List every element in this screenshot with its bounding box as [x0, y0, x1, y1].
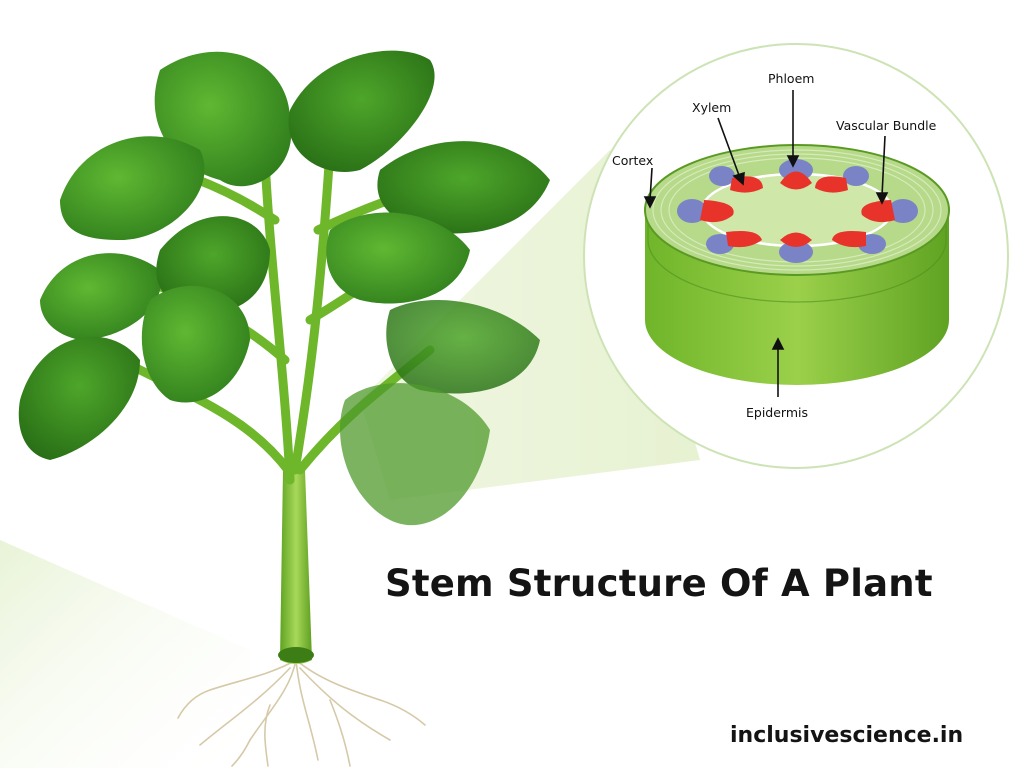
- xylem-label: Xylem: [692, 100, 732, 115]
- vascular-bundle: [779, 159, 813, 190]
- plant-main-stem: [280, 470, 312, 664]
- plant-leaves: [18, 50, 550, 526]
- phloem-tissue: [779, 241, 813, 263]
- diagram-title: Stem Structure Of A Plant: [385, 562, 933, 605]
- xylem-tissue: [780, 171, 812, 190]
- cortex-label: Cortex: [612, 153, 654, 168]
- xylem-tissue: [700, 200, 734, 223]
- plant-roots: [177, 659, 426, 767]
- xylem-tissue: [861, 200, 895, 223]
- xylem-tissue: [780, 232, 812, 247]
- vascular-bundle: [832, 231, 886, 254]
- xylem-tissue: [832, 231, 866, 248]
- vascular-bundle: [815, 166, 869, 193]
- phloem-label: Phloem: [768, 71, 815, 86]
- xylem-tissue: [726, 231, 762, 248]
- website-watermark: inclusivescience.in: [730, 723, 964, 748]
- stem-base: [278, 647, 314, 663]
- label-arrows: [643, 90, 889, 397]
- vascular-bundle: [677, 199, 734, 223]
- phloem-tissue: [843, 166, 869, 186]
- phloem-tissue: [677, 199, 707, 223]
- vascular-bundle-label: Vascular Bundle: [836, 118, 937, 133]
- bottom-left-highlight: [0, 540, 250, 768]
- phloem-tissue: [709, 166, 735, 186]
- vascular-bundle: [779, 232, 813, 263]
- phloem-tissue: [888, 199, 918, 223]
- vascular-bundle: [861, 199, 918, 223]
- stem-cross-section: [644, 144, 950, 385]
- epidermis-label: Epidermis: [746, 405, 809, 420]
- vascular-bundle: [706, 231, 762, 254]
- xylem-tissue: [815, 176, 848, 193]
